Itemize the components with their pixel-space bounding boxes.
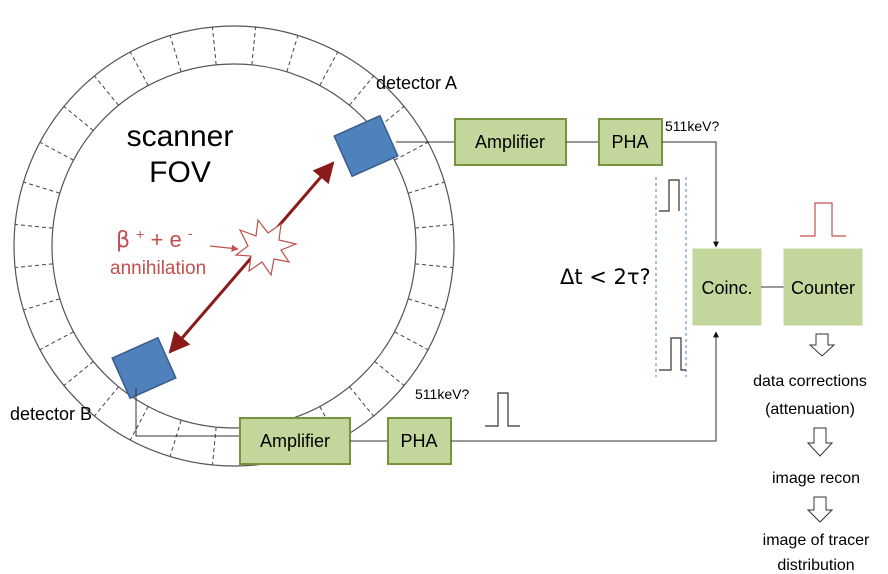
ring-segment-divider: [251, 27, 257, 65]
top-amplifier-box: [454, 118, 567, 166]
annihilation-pointer-arrow: [209, 244, 239, 252]
annihilation-label: annihilation: [110, 258, 206, 279]
counter-box: [783, 248, 863, 326]
pipeline-arrow-2-icon: [806, 427, 834, 457]
ring-segment-divider: [374, 361, 405, 386]
top-pha-label: PHA: [611, 132, 648, 152]
beta-plus-superscript: +: [136, 226, 144, 242]
ring-segment-divider: [408, 181, 445, 194]
bottom-amplifier-label: Amplifier: [260, 431, 330, 451]
ring-segment-divider: [394, 141, 429, 161]
bottom-pha-box: [387, 417, 452, 465]
bottom-energy-check: 511keV?: [415, 386, 469, 402]
detector-a-label: detector A: [376, 73, 457, 93]
top-amplifier-label: Amplifier: [475, 132, 545, 152]
ring-segment-divider: [394, 331, 429, 351]
pipeline-step3-line2: distribution: [777, 557, 854, 574]
ring-segment-divider: [39, 331, 74, 351]
ring-segment-divider: [319, 51, 339, 86]
coincidence-box: [692, 248, 762, 326]
ring-segment-divider: [15, 263, 53, 269]
electron-symbol: e: [169, 227, 181, 252]
beta-symbol: β: [116, 228, 130, 253]
pipeline-step1-line1: data corrections: [753, 373, 867, 390]
wire-top-pha-to-coinc: [662, 141, 719, 248]
ring-segment-divider: [211, 27, 217, 65]
top-energy-check: 511keV?: [665, 118, 719, 134]
pipeline-step3-line1: image of tracer: [763, 532, 870, 549]
ring-segment-divider: [94, 75, 119, 106]
detector-a: [333, 114, 399, 178]
ring-segment-divider: [408, 298, 445, 311]
top-timing-pulse-icon: [659, 179, 680, 212]
ring-segment-divider: [169, 420, 182, 457]
bottom-pha-label: PHA: [400, 431, 437, 451]
ring-segment-divider: [349, 386, 374, 417]
ring-segment-divider: [63, 361, 94, 386]
ring-segment-divider: [415, 263, 453, 269]
bottom-pulse-icon: [485, 392, 520, 427]
coincidence-label: Coinc.: [701, 278, 752, 298]
ring-segment-divider: [23, 298, 60, 311]
electron-minus-superscript: -: [188, 225, 193, 241]
ring-segment-divider: [23, 181, 60, 194]
bottom-timing-pulse-icon: [659, 337, 686, 371]
ring-segment-divider: [15, 223, 53, 229]
pipeline-arrow-3-icon: [806, 496, 834, 523]
wire-bottom-pha-to-coinc: [451, 331, 719, 442]
annihilation-equation: β + + e -: [116, 219, 193, 253]
counter-label: Counter: [791, 278, 855, 298]
ring-segment-divider: [39, 141, 74, 161]
ring-segment-divider: [286, 35, 299, 72]
ring-segment-divider: [374, 106, 405, 131]
pipeline-step2: image recon: [772, 470, 860, 487]
detector-b-label: detector B: [10, 404, 92, 424]
ring-segment-divider: [349, 75, 374, 106]
annihilation-burst-icon: [234, 218, 298, 277]
ring-segment-divider: [211, 427, 217, 465]
timing-window-label: Δt < 2τ?: [560, 265, 651, 289]
counter-output-pulse-icon: [800, 202, 846, 237]
ring-segment-divider: [169, 35, 182, 72]
plus-sign: +: [150, 227, 169, 252]
ring-segment-divider: [94, 386, 119, 417]
ring-segment-divider: [129, 51, 149, 86]
wire-detector-b-to-amplifier: [135, 388, 240, 437]
fov-label-line1: scanner: [127, 120, 234, 153]
ring-segment-divider: [63, 106, 94, 131]
pipeline-step1-line2: (attenuation): [765, 401, 855, 418]
ring-segment-divider: [129, 406, 149, 441]
ring-segment-divider: [415, 223, 453, 229]
fov-label-line2: FOV: [149, 156, 211, 189]
detector-b: [111, 336, 177, 400]
pipeline-arrow-1-icon: [808, 333, 836, 357]
bottom-amplifier-box: [239, 417, 351, 465]
